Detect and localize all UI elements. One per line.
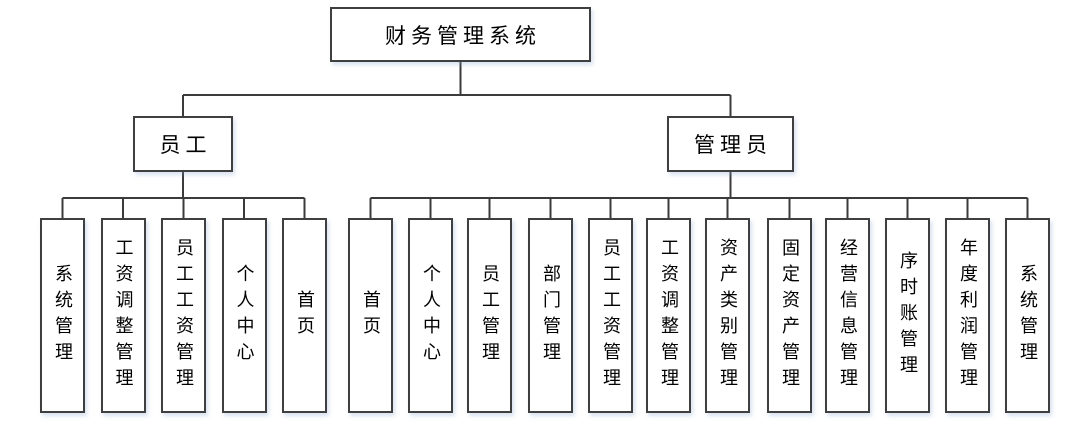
node-adm-business-info-management: 经营信息管理	[825, 218, 870, 413]
node-label: 系统管理	[53, 263, 73, 368]
node-label: 首页	[295, 289, 315, 342]
node-root-finance-system: 财务管理系统	[330, 7, 591, 62]
node-label: 系统管理	[1018, 263, 1038, 368]
node-label: 员工工资管理	[601, 237, 621, 394]
node-label: 部门管理	[541, 263, 561, 368]
node-label: 个人中心	[421, 263, 441, 368]
node-adm-system-management: 系统管理	[1005, 218, 1050, 413]
node-adm-fixed-asset-management: 固定资产管理	[767, 218, 812, 413]
node-adm-home: 首页	[348, 218, 393, 413]
node-label: 工资调整管理	[113, 237, 134, 394]
node-emp-salary-adjustment-management: 工资调整管理	[100, 218, 146, 413]
node-label: 序时账管理	[898, 250, 918, 381]
node-adm-annual-profit-management: 年度利润管理	[945, 218, 990, 413]
node-label: 资产类别管理	[718, 237, 738, 394]
node-adm-employee-management: 员工管理	[467, 218, 512, 413]
node-emp-personal-center: 个人中心	[221, 218, 267, 413]
node-adm-salary-adjustment-management: 工资调整管理	[646, 218, 691, 413]
node-emp-system-management: 系统管理	[40, 218, 85, 413]
node-label: 固定资产管理	[780, 237, 800, 394]
node-label: 年度利润管理	[958, 237, 978, 394]
node-label: 工资调整管理	[659, 237, 679, 394]
node-label: 管理员	[694, 133, 772, 157]
node-adm-department-management: 部门管理	[528, 218, 573, 413]
node-employee-branch: 员工	[133, 116, 233, 172]
node-label: 员工管理	[480, 263, 500, 368]
node-admin-branch: 管理员	[667, 116, 794, 172]
node-adm-journal-account-management: 序时账管理	[885, 218, 930, 413]
node-label: 财务管理系统	[385, 23, 541, 48]
node-label: 个人中心	[234, 263, 255, 368]
node-adm-employee-salary-management: 员工工资管理	[588, 218, 633, 413]
node-label: 员工	[159, 133, 212, 157]
node-label: 员工工资管理	[174, 237, 194, 394]
node-adm-personal-center: 个人中心	[408, 218, 453, 413]
node-emp-home: 首页	[282, 218, 327, 413]
node-label: 经营信息管理	[838, 237, 858, 394]
node-label: 首页	[361, 289, 381, 342]
node-emp-employee-salary-management: 员工工资管理	[161, 218, 206, 413]
node-adm-asset-category-management: 资产类别管理	[705, 218, 750, 413]
